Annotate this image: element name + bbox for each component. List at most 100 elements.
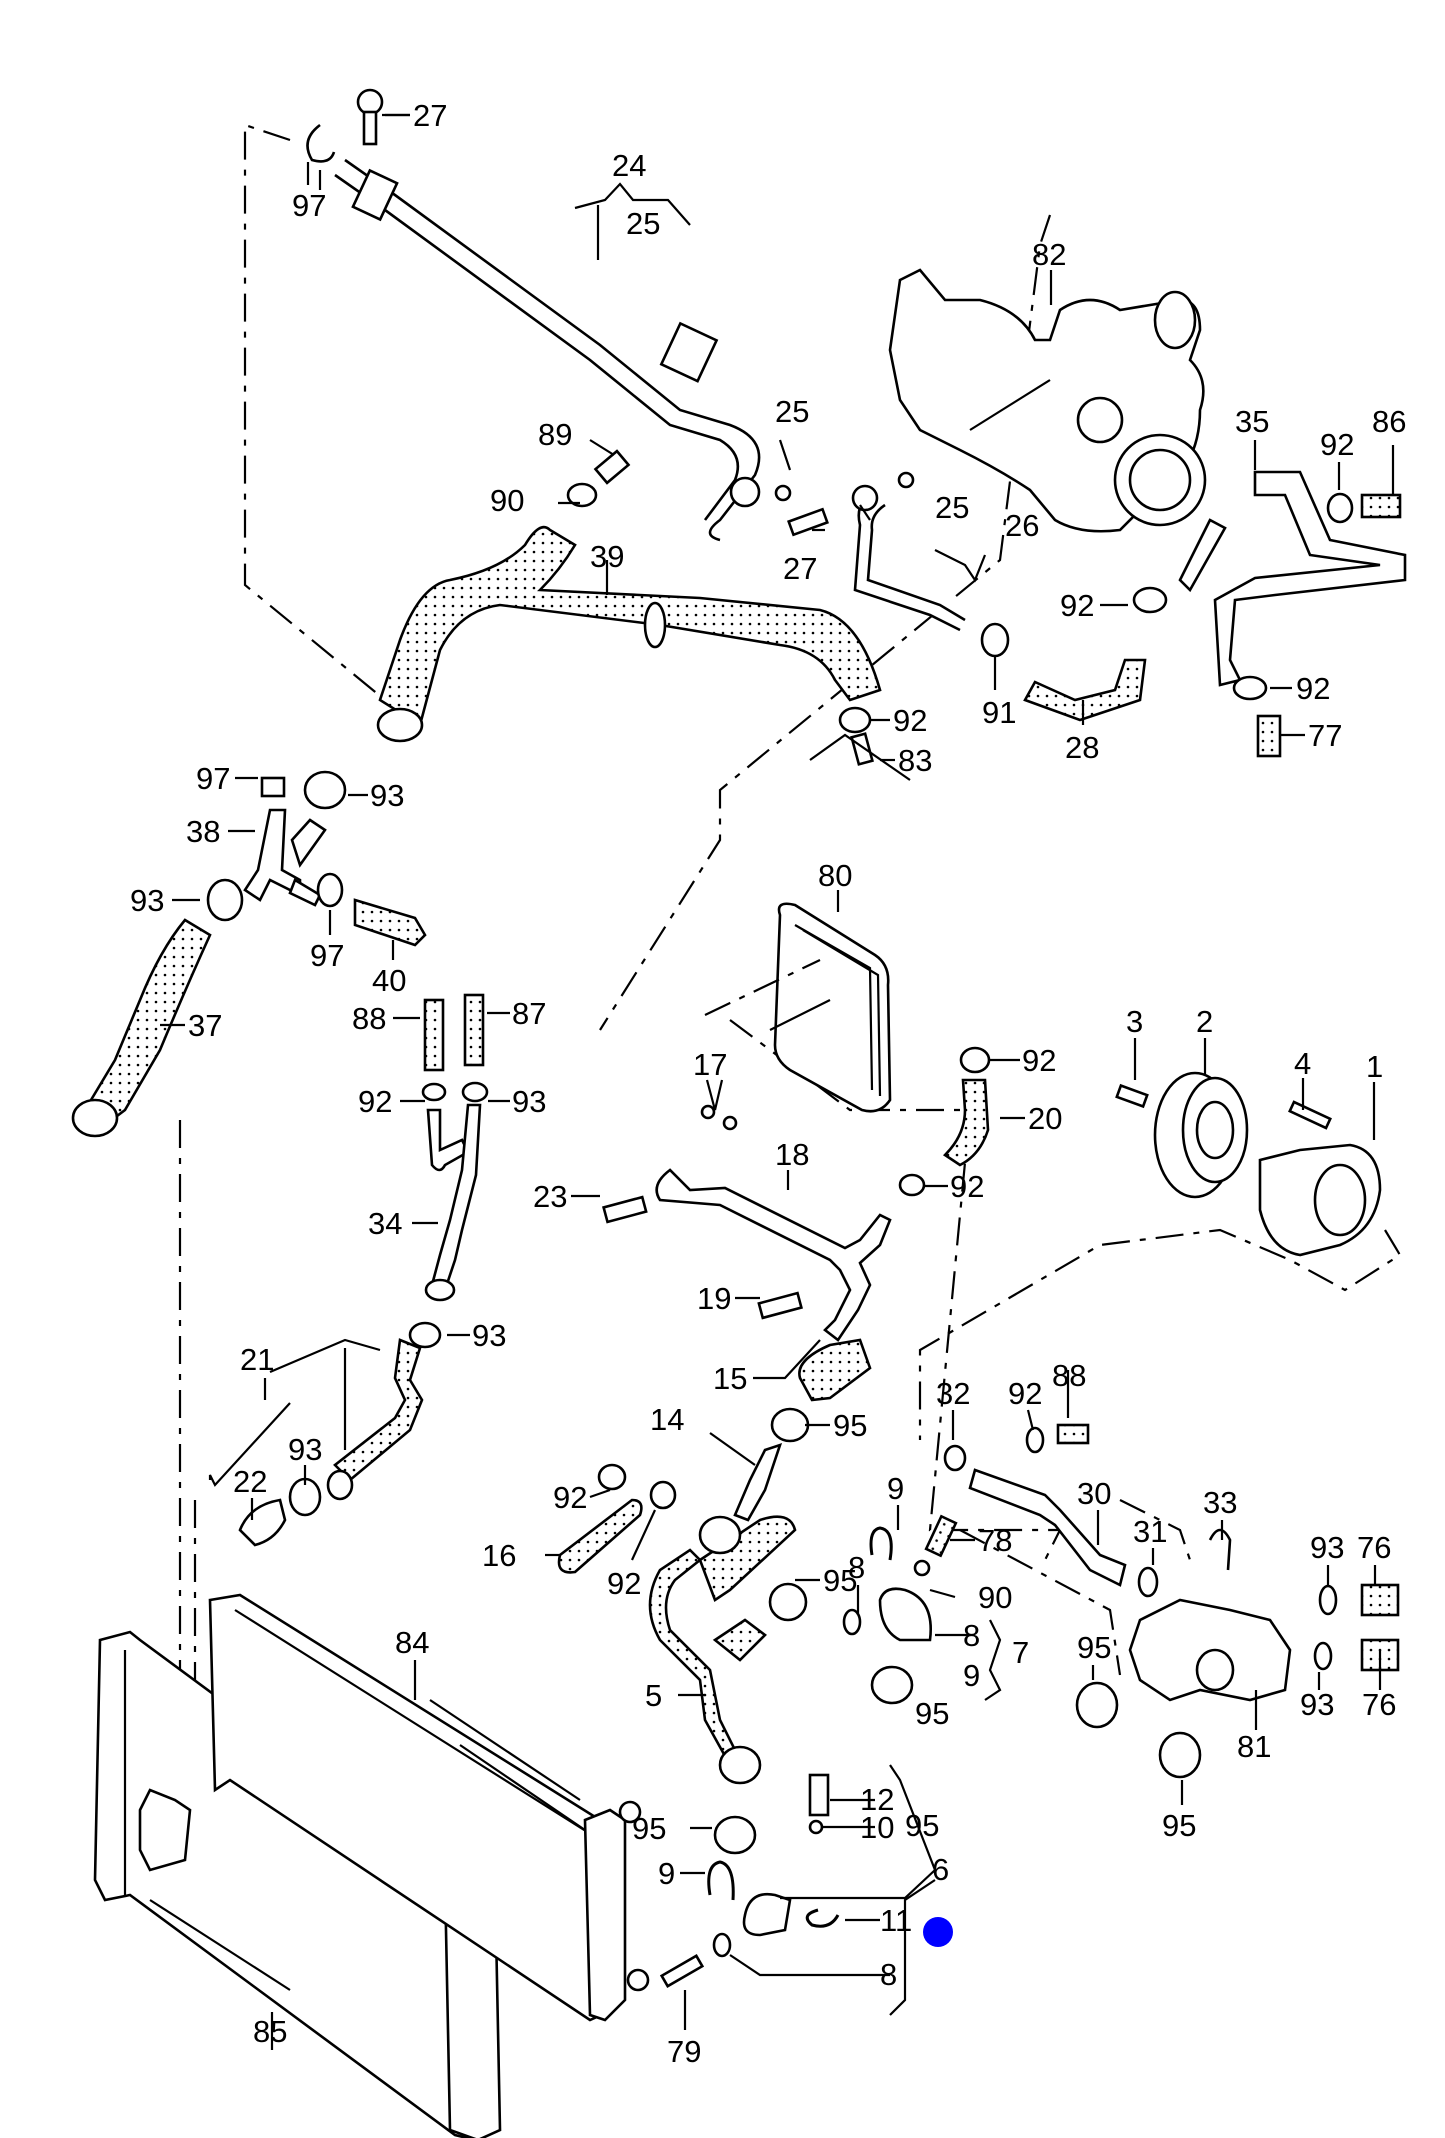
condenser-84	[208, 1593, 650, 2022]
callout-20: 20	[1028, 1101, 1062, 1136]
bolt-27-top	[356, 88, 410, 146]
callout-92: 92	[1320, 427, 1354, 462]
callout-93: 93	[288, 1432, 322, 1467]
callout-22: 22	[233, 1464, 267, 1499]
callout-21: 21	[240, 1342, 274, 1377]
callout-35: 35	[1235, 404, 1269, 439]
callout-8: 8	[963, 1618, 980, 1653]
callout-97: 97	[196, 761, 230, 796]
callout-92: 92	[1022, 1043, 1056, 1078]
bolt-27	[787, 507, 829, 537]
turbo-inlet	[1153, 290, 1197, 350]
callout-92: 92	[1060, 588, 1094, 623]
clamp-92	[898, 1173, 926, 1197]
hose-76	[1360, 1583, 1400, 1617]
oil-pipe-assembly	[334, 158, 761, 542]
callout-82: 82	[1032, 237, 1066, 272]
oil-cooler	[704, 902, 892, 1113]
hose-88	[423, 998, 445, 1072]
bolt-23	[602, 1195, 648, 1224]
turbo-center-flange	[1076, 396, 1124, 444]
callout-83: 83	[898, 743, 932, 778]
clamp-92	[649, 1480, 677, 1510]
callout-78: 78	[978, 1523, 1012, 1558]
o-ring-8	[712, 1932, 732, 1958]
hose-28	[980, 586, 1168, 722]
radiator-outlet-neck	[626, 1968, 650, 1992]
callout-19: 19	[697, 1281, 731, 1316]
hose-88	[1056, 1423, 1090, 1445]
callout-4: 4	[1294, 1046, 1311, 1081]
hose-16	[557, 1463, 677, 1574]
callout-93: 93	[130, 883, 164, 918]
callout-17: 17	[693, 1047, 727, 1082]
radiator-inlet-neck	[618, 1800, 642, 1824]
seal-17	[722, 1115, 738, 1131]
callout-85: 85	[253, 2014, 287, 2049]
clamp-92	[597, 1463, 627, 1491]
turbocharger	[888, 268, 1207, 533]
leader-lines	[160, 113, 1395, 2050]
callout-11: 11	[880, 1903, 912, 1938]
connector-6	[742, 1892, 792, 1937]
o-ring-8	[842, 1608, 862, 1636]
hose-78	[924, 1514, 958, 1558]
callout-8: 8	[880, 1957, 897, 1992]
callout-77: 77	[1308, 718, 1342, 753]
hose-77	[1256, 714, 1282, 758]
hose-89	[566, 449, 631, 508]
thermostat-housing-81	[1075, 1528, 1400, 1779]
callout-3: 3	[1126, 1004, 1143, 1039]
callout-7: 7	[1012, 1635, 1029, 1670]
callout-92: 92	[1296, 671, 1330, 706]
clamp-92	[1025, 1426, 1045, 1454]
water-pump-assembly	[918, 1071, 1402, 1440]
callout-91: 91	[982, 695, 1016, 730]
hose-5	[648, 1515, 808, 1785]
hose-86	[1360, 493, 1402, 519]
callout-26: 26	[1005, 508, 1039, 543]
callout-92: 92	[553, 1480, 587, 1515]
banjo-fitting	[729, 476, 761, 508]
clamp-39	[643, 601, 667, 649]
callout-16: 16	[482, 1538, 516, 1573]
clamp-93	[206, 878, 244, 922]
callout-40: 40	[372, 963, 406, 998]
clamp-93	[1313, 1641, 1333, 1671]
callout-93: 93	[1310, 1530, 1344, 1565]
hose-15	[770, 1338, 872, 1443]
callout-97: 97	[292, 188, 326, 223]
callout-97: 97	[310, 938, 344, 973]
callout-27: 27	[783, 551, 817, 586]
callout-25: 25	[626, 206, 660, 241]
clip-97	[260, 776, 286, 798]
bolt-79	[659, 1954, 705, 1988]
pipe-30	[943, 1423, 1159, 1598]
connector-6-assembly	[707, 1773, 840, 1958]
clip-11	[805, 1908, 840, 1928]
circlip-31	[1137, 1566, 1159, 1598]
callout-95: 95	[1162, 1808, 1196, 1843]
clamp-92	[1232, 675, 1268, 701]
callout-93: 93	[1300, 1687, 1334, 1722]
callout-92: 92	[607, 1566, 641, 1601]
callout-24: 24	[612, 148, 646, 183]
annotation-marker[interactable]	[923, 1917, 953, 1947]
callout-95: 95	[823, 1563, 857, 1598]
clamp-95	[870, 1665, 914, 1705]
clamp-90	[913, 1559, 931, 1577]
clamp-95	[768, 1582, 808, 1622]
callout-30: 30	[1077, 1476, 1111, 1511]
callout-5: 5	[645, 1678, 662, 1713]
clamp-92	[421, 1082, 447, 1102]
clamp-92	[959, 1046, 991, 1074]
callout-95: 95	[905, 1808, 939, 1843]
callout-31: 31	[1133, 1514, 1167, 1549]
callout-38: 38	[186, 814, 220, 849]
callout-93: 93	[512, 1084, 546, 1119]
clamp-95	[1158, 1731, 1202, 1779]
callout-92: 92	[950, 1169, 984, 1204]
callout-2: 2	[1196, 1004, 1213, 1039]
tee-connector-38	[206, 770, 427, 947]
